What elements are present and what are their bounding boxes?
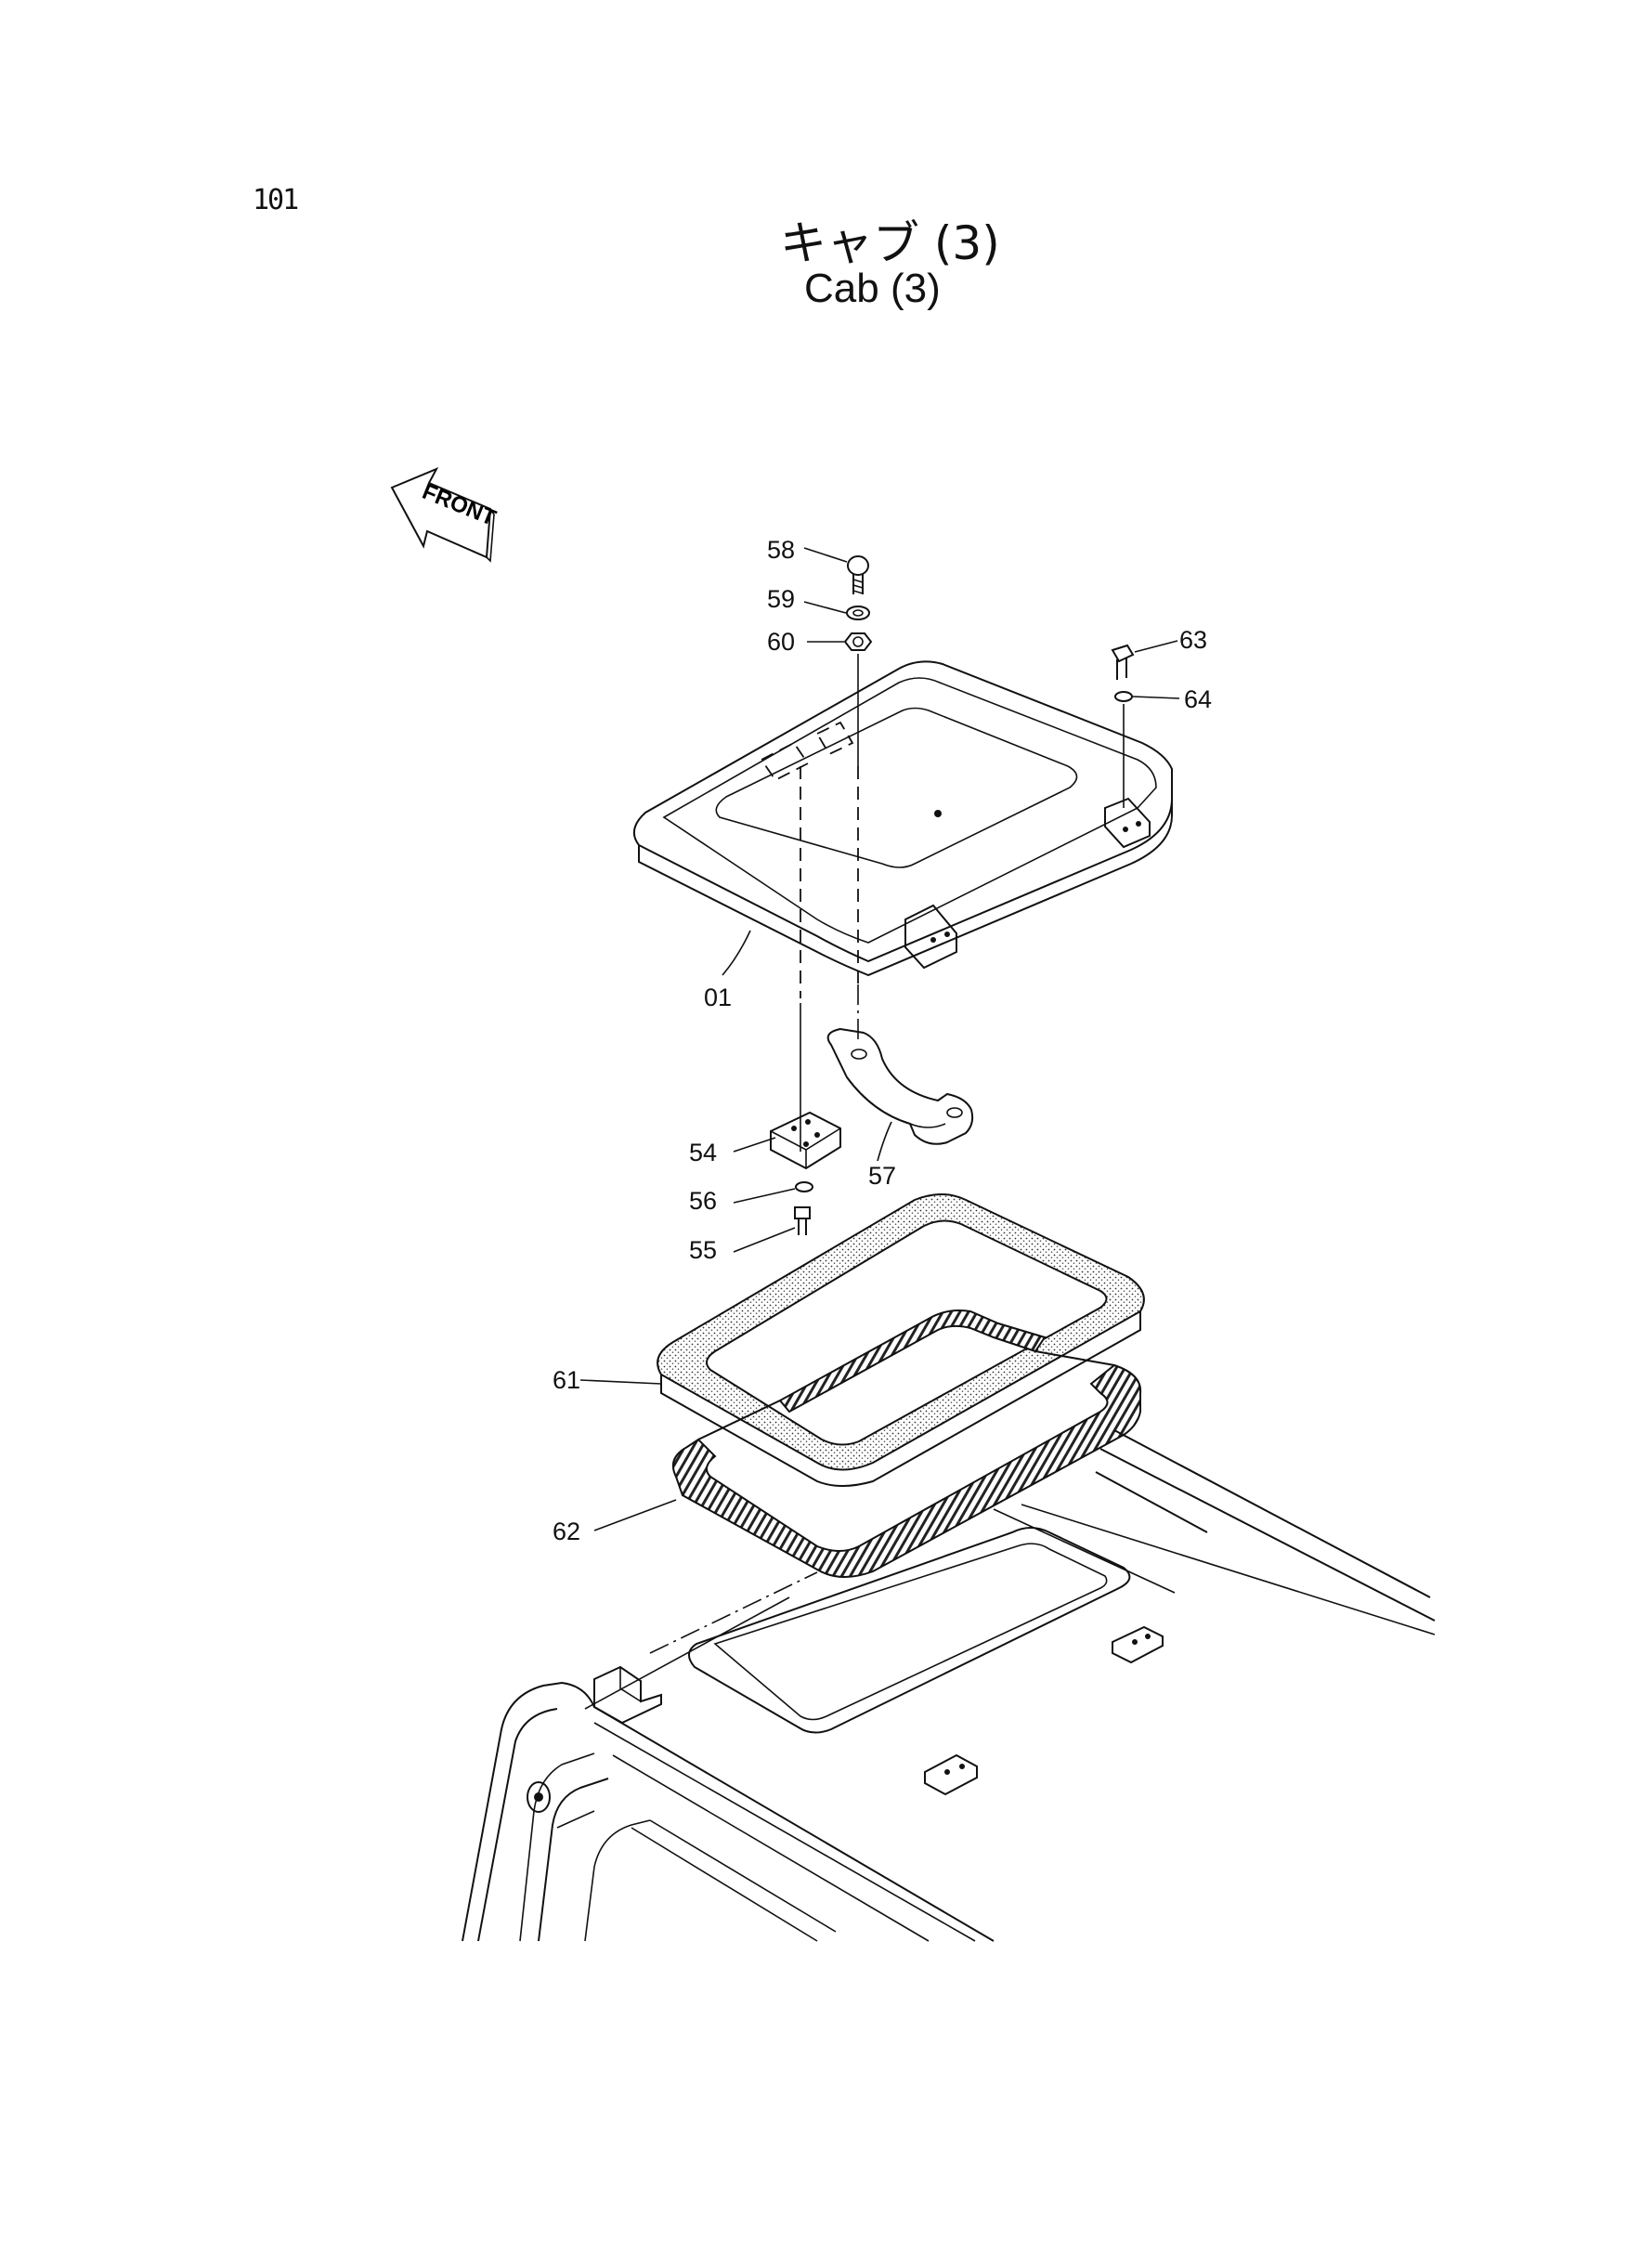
nut bbox=[843, 632, 873, 651]
hinge-bolt bbox=[1111, 644, 1135, 680]
title-english: Cab (3) bbox=[804, 266, 941, 311]
bracket-screw bbox=[794, 1206, 811, 1235]
seal-frame-lower bbox=[672, 1309, 1142, 1579]
callout-label: 61 bbox=[553, 1366, 580, 1394]
callout-label: 64 bbox=[1184, 685, 1212, 713]
callout-label: 01 bbox=[704, 984, 732, 1011]
title-japanese: キャブ (3) bbox=[780, 216, 1000, 270]
roof-hatch-door bbox=[632, 660, 1173, 977]
knob-bolt bbox=[847, 555, 869, 594]
callout-label: 55 bbox=[689, 1236, 717, 1264]
callout-label: 62 bbox=[553, 1518, 580, 1545]
callout-61: 61 bbox=[553, 1366, 662, 1394]
seal-frame-upper bbox=[657, 1193, 1145, 1487]
page-number: 101 bbox=[253, 184, 299, 216]
callout-59: 59 bbox=[767, 585, 847, 614]
front-arrow-icon: FRONT bbox=[390, 467, 500, 563]
callout-58: 58 bbox=[767, 536, 848, 564]
bracket-washer bbox=[795, 1181, 813, 1192]
callout-label: 63 bbox=[1179, 626, 1207, 654]
hinge-washer bbox=[1114, 691, 1133, 702]
callout-63: 63 bbox=[1134, 626, 1207, 654]
callout-label: 58 bbox=[767, 536, 795, 564]
callout-57: 57 bbox=[868, 1121, 896, 1190]
callout-label: 56 bbox=[689, 1187, 717, 1215]
spring-washer bbox=[846, 606, 870, 620]
callout-55: 55 bbox=[689, 1227, 796, 1264]
latch-bracket bbox=[770, 1111, 841, 1170]
callout-label: 57 bbox=[868, 1162, 896, 1190]
callout-62: 62 bbox=[553, 1499, 677, 1545]
callout-label: 54 bbox=[689, 1139, 717, 1166]
cab-roof-structure bbox=[462, 1429, 1436, 1942]
callout-54: 54 bbox=[689, 1137, 776, 1166]
callout-01: 01 bbox=[704, 930, 751, 1011]
callout-64: 64 bbox=[1132, 685, 1212, 713]
callout-60: 60 bbox=[767, 628, 844, 656]
front-label: FRONT bbox=[419, 479, 500, 531]
callout-label: 60 bbox=[767, 628, 795, 656]
grip-handle bbox=[826, 1027, 974, 1145]
callout-56: 56 bbox=[689, 1187, 796, 1215]
callout-label: 59 bbox=[767, 585, 795, 613]
